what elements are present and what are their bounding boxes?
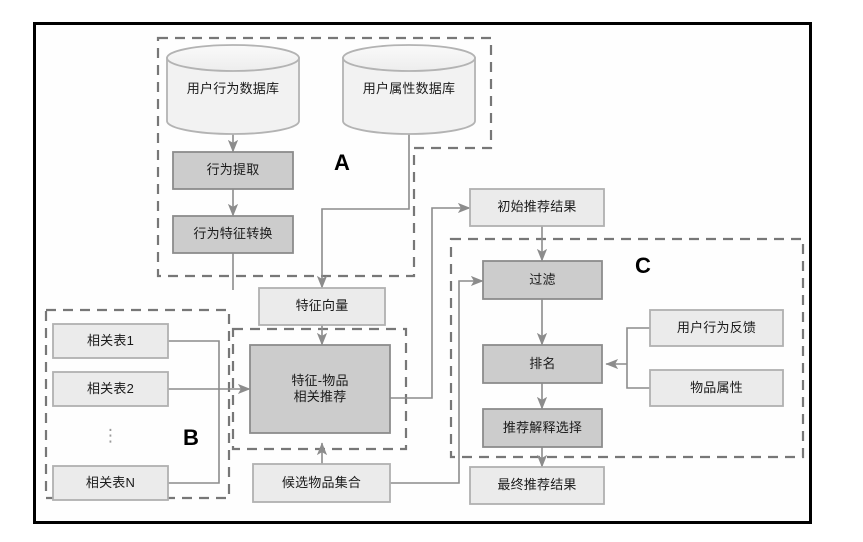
box-item-attribute bbox=[649, 369, 784, 407]
cylinder-user-attribute-db bbox=[342, 44, 476, 135]
box-candidate-item-set bbox=[252, 463, 391, 503]
box-filter bbox=[482, 260, 603, 300]
box-final-recommendation-result bbox=[469, 466, 605, 505]
box-related-table-n bbox=[52, 465, 169, 501]
box-behavior-extraction bbox=[172, 151, 294, 190]
node-related-table-2[interactable] bbox=[53, 372, 168, 406]
box-ranking bbox=[482, 344, 603, 384]
conn-feedback-to-junction bbox=[626, 327, 650, 364]
conn-recommender-to-initialresult bbox=[390, 202, 471, 399]
group-a-dashed-border bbox=[156, 36, 493, 278]
node-initial-recommendation-result[interactable] bbox=[470, 189, 604, 226]
node-behavior-extraction[interactable] bbox=[173, 152, 293, 189]
node-user-behavior-db[interactable] bbox=[167, 45, 299, 134]
conn-tablen-to-junction bbox=[168, 389, 220, 484]
box-feature-item-recommendation bbox=[249, 344, 391, 434]
group-tag-a: A bbox=[334, 150, 350, 175]
node-related-table-1[interactable] bbox=[53, 324, 168, 358]
node-feature-item-recommendation[interactable] bbox=[250, 345, 390, 433]
box-related-table-1 bbox=[52, 323, 169, 359]
conn-attributedb-to-featurevector bbox=[316, 133, 410, 289]
group-tag-c: C bbox=[635, 253, 651, 278]
conn-table1-to-junction bbox=[168, 340, 220, 389]
node-related-table-n[interactable] bbox=[53, 466, 168, 500]
box-explanation-selection bbox=[482, 408, 603, 448]
conn-itemattr-to-junction bbox=[626, 364, 650, 389]
cylinder-user-behavior-db bbox=[166, 44, 300, 135]
box-initial-recommendation-result bbox=[469, 188, 605, 227]
box-feature-vector bbox=[258, 287, 386, 326]
node-user-behavior-feedback[interactable] bbox=[650, 310, 783, 346]
node-filter[interactable] bbox=[483, 261, 602, 299]
group-tag-b: B bbox=[183, 425, 199, 450]
box-related-table-2 bbox=[52, 371, 169, 407]
node-candidate-item-set[interactable] bbox=[253, 464, 390, 502]
node-final-recommendation-result[interactable] bbox=[470, 467, 604, 504]
node-ranking[interactable] bbox=[483, 345, 602, 383]
conn-candidateset-to-filter bbox=[390, 275, 484, 484]
node-explanation-selection[interactable] bbox=[483, 409, 602, 447]
node-item-attribute[interactable] bbox=[650, 370, 783, 406]
box-behavior-feature-conversion bbox=[172, 215, 294, 254]
box-user-behavior-feedback bbox=[649, 309, 784, 347]
node-behavior-feature-conversion[interactable] bbox=[173, 216, 293, 253]
node-feature-vector[interactable] bbox=[259, 288, 385, 325]
node-user-attribute-db[interactable] bbox=[343, 45, 475, 134]
group-c-dashed-border bbox=[449, 237, 805, 459]
